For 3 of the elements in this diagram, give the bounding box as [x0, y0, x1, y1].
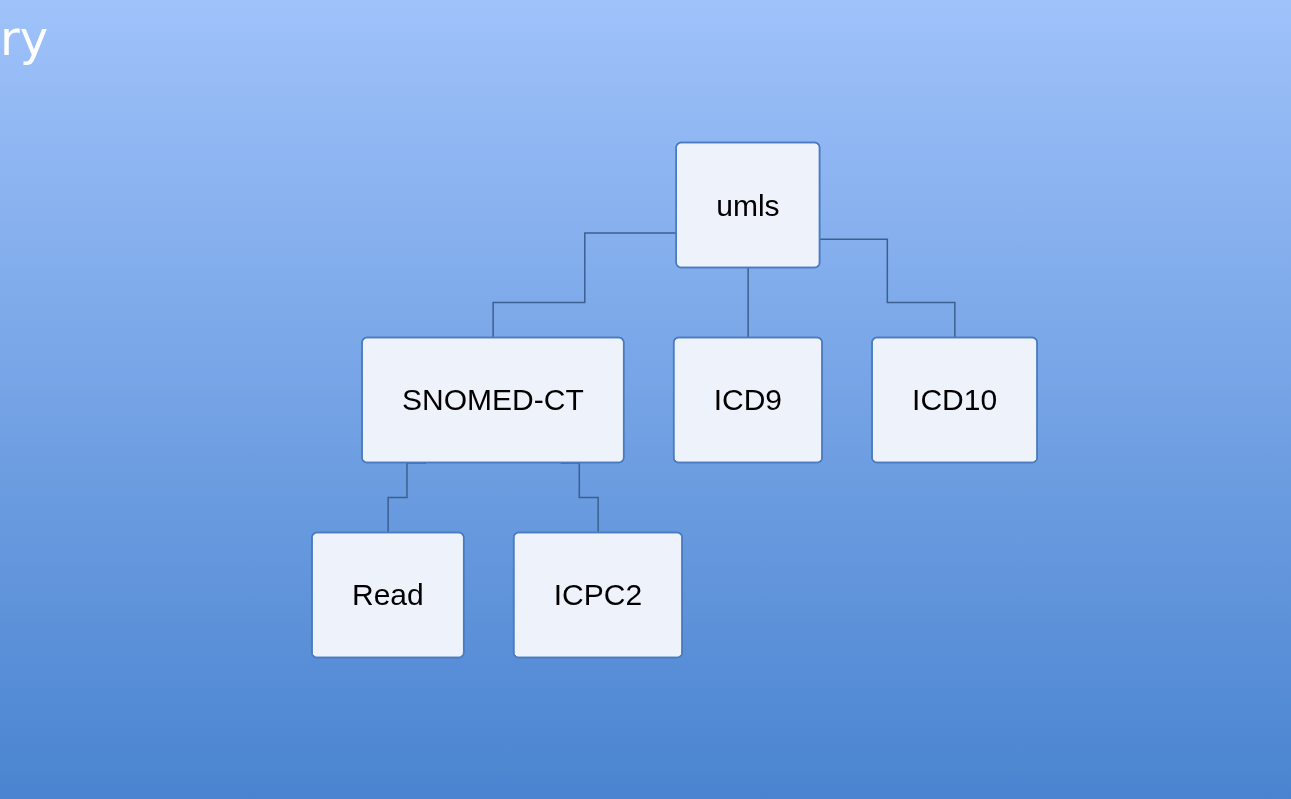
connector — [747, 267, 750, 339]
heading-fragment: ry — [0, 10, 49, 66]
connector — [819, 238, 957, 339]
